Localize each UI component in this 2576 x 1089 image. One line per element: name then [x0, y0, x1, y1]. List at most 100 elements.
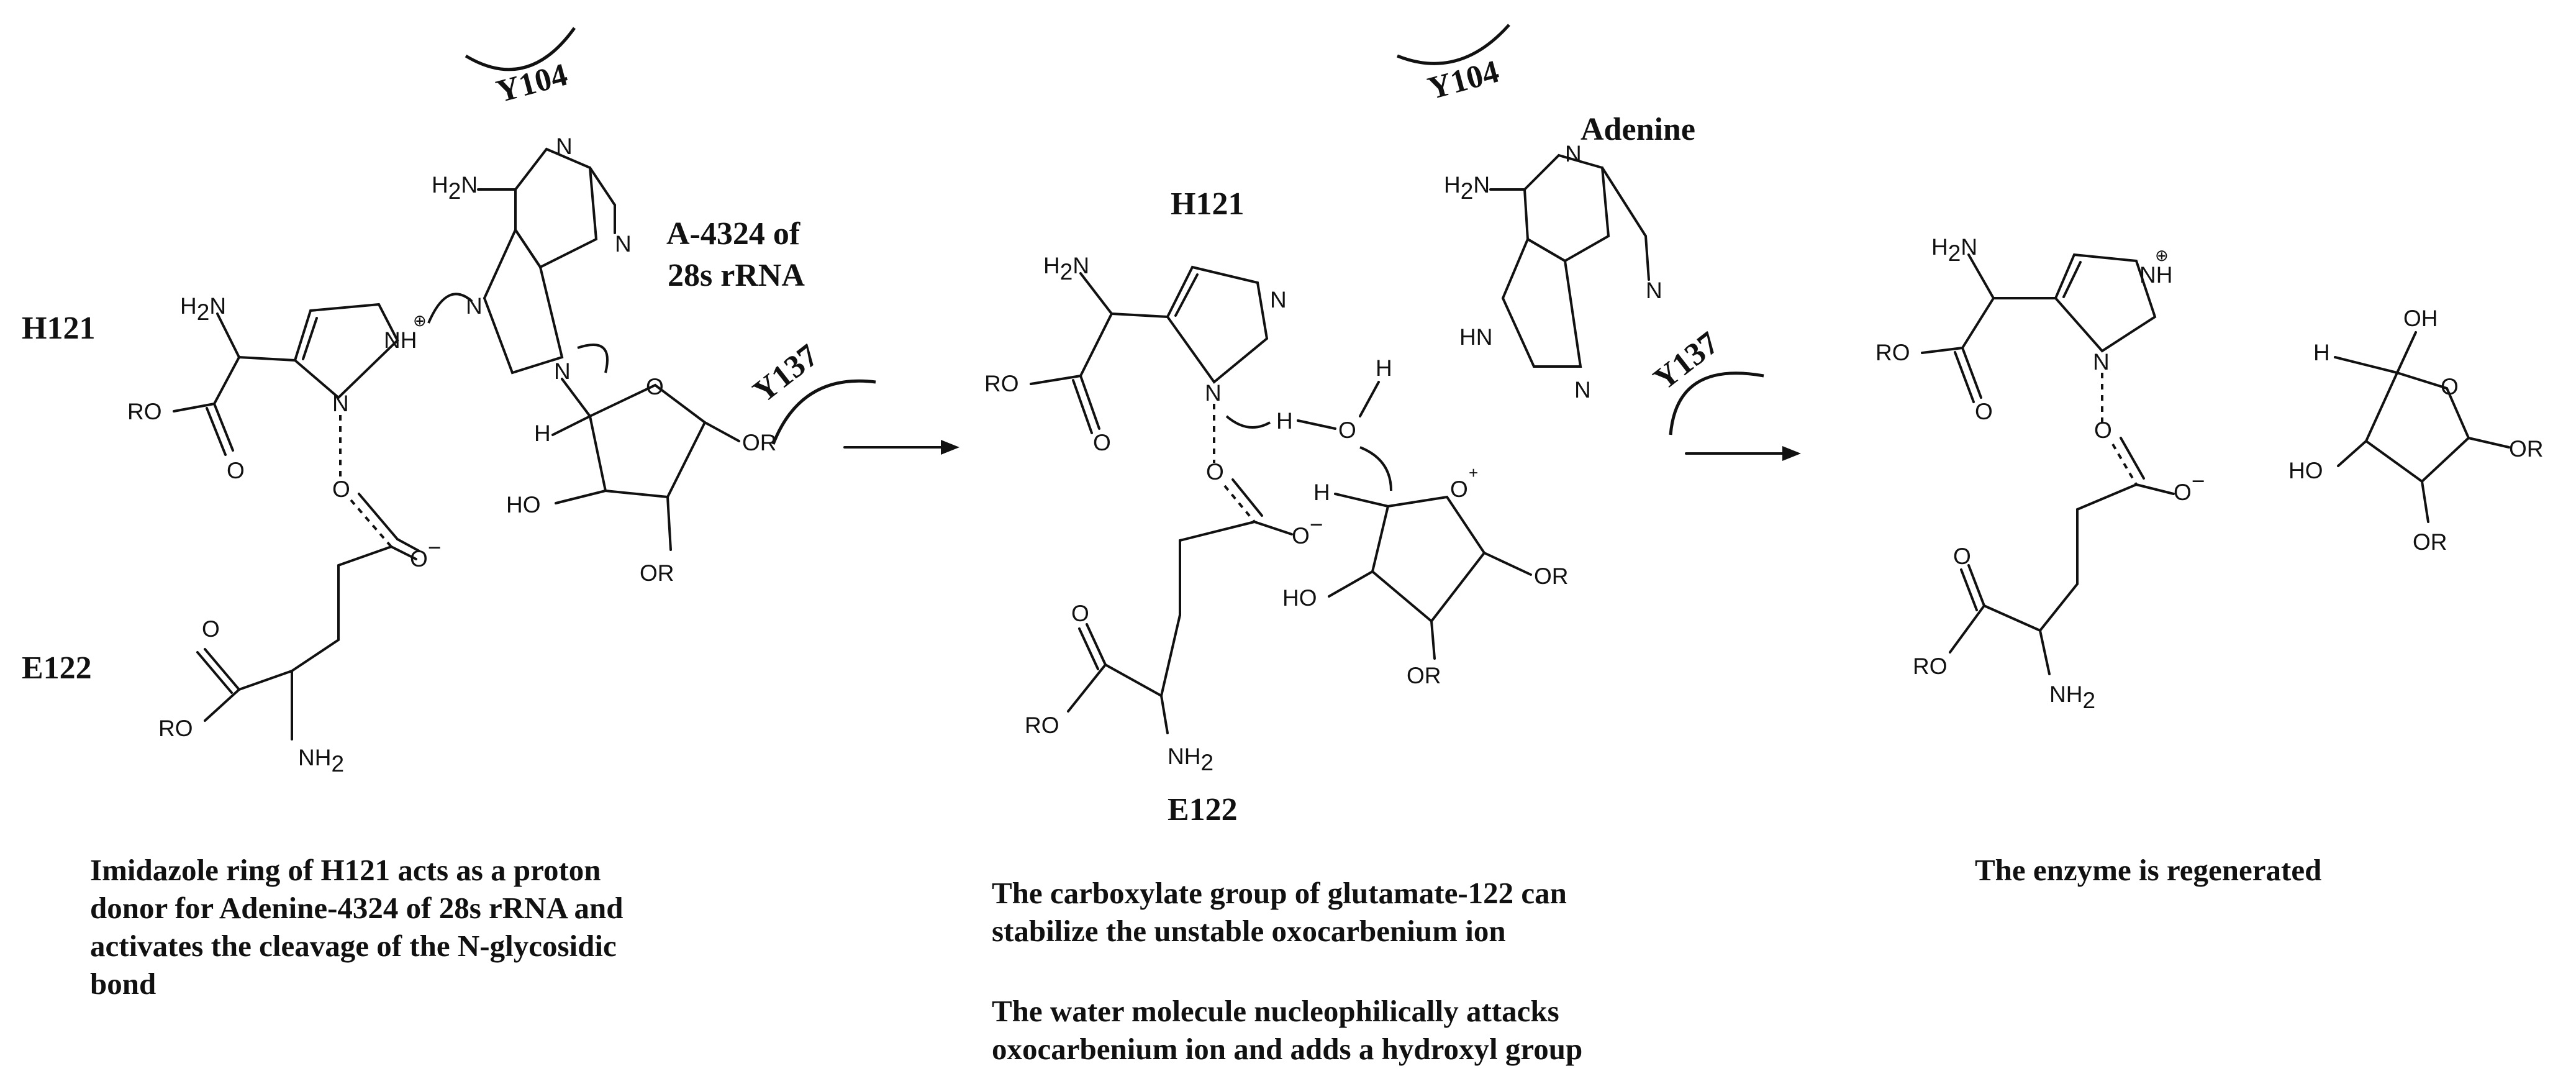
- product-sugar-ring: [2364, 371, 2470, 483]
- water-h-left: H: [1276, 408, 1293, 434]
- h121-ring-nh-3: NH: [2139, 262, 2172, 288]
- bond: [1483, 552, 1532, 576]
- bond: [2135, 483, 2175, 495]
- e122-amine-2: NH2: [1168, 744, 1213, 775]
- bond: [1967, 564, 1985, 607]
- h121-ring-n-lower: N: [332, 391, 349, 416]
- caption-line: The enzyme is regenerated: [1975, 853, 2322, 887]
- e122-amine-3: NH2: [2049, 681, 2095, 713]
- bond: [390, 545, 417, 560]
- bond: [1223, 485, 1256, 523]
- bond: [2076, 483, 2138, 511]
- bond: [238, 670, 293, 691]
- h121-ring-n-lower-2: N: [1205, 380, 1222, 406]
- bond: [1110, 312, 1169, 318]
- adenine-imidazole-ring-2: [1501, 237, 1582, 368]
- bond: [213, 356, 240, 405]
- e122-carbonyl-o-3: O: [1953, 544, 1971, 569]
- y137-label-2: Y137: [1647, 325, 1725, 397]
- h121-amine-2: H2N: [1043, 253, 1089, 285]
- bond: [204, 648, 240, 691]
- substrate-label-line2: 28s rRNA: [668, 258, 805, 293]
- bond: [2396, 331, 2417, 374]
- h121-carbonyl-o-2: O: [1093, 430, 1111, 455]
- caption-line: The carboxylate group of glutamate-122 c…: [992, 876, 1567, 910]
- reaction-arrowhead-2: [1782, 446, 1801, 461]
- ribose-ring-o-1: O: [646, 374, 664, 399]
- h121-label-2: H121: [1171, 186, 1244, 222]
- h121-imidazole-ring-3: [2054, 253, 2157, 353]
- bond: [1079, 375, 1100, 430]
- h121-imidazole-ring: [293, 303, 399, 399]
- ribose-or-lower-1: OR: [640, 560, 674, 586]
- y137-label-1: Y137: [746, 337, 825, 409]
- h121-ring-oplus: ⊕: [413, 311, 427, 330]
- bond: [213, 403, 234, 452]
- bond: [1961, 347, 1982, 399]
- e122-ester-ro-2: RO: [1025, 713, 1059, 738]
- electron-arrow-n9-bond: [577, 344, 609, 373]
- h121-ring-oplus-3: ⊕: [2155, 246, 2169, 265]
- product-oh: OH: [2403, 306, 2438, 331]
- y104-label-2: Y104: [1424, 54, 1502, 107]
- y137-residue-arc-2: [1669, 371, 1764, 435]
- bond: [238, 356, 296, 362]
- bond: [1179, 521, 1256, 542]
- bond: [2467, 437, 2510, 449]
- caption-panel-2a: The carboxylate group of glutamate-122 c…: [992, 874, 1567, 950]
- oxocarbenium-plus: +: [1469, 463, 1478, 482]
- adenine-n1: N: [556, 134, 573, 159]
- reaction-arrowhead-1: [941, 440, 959, 455]
- bond: [1030, 375, 1082, 385]
- bond: [1983, 604, 2041, 632]
- caption-line: Imidazole ring of H121 acts as a proton: [90, 853, 601, 887]
- caption-line: oxocarbenium ion and adds a hydroxyl gro…: [992, 1032, 1583, 1066]
- e122-carboxylate-o-minus-2: O−: [1292, 512, 1323, 549]
- bond: [173, 403, 215, 412]
- h121-carbonyl-o: O: [227, 458, 245, 483]
- bond: [291, 639, 340, 672]
- electron-arrow-water-to-h121: [1225, 415, 1271, 429]
- bond: [216, 312, 240, 358]
- bond: [1921, 347, 1964, 354]
- e122-carbonyl-o-2: O: [1071, 601, 1089, 626]
- ribose-ho-1: HO: [506, 492, 541, 517]
- bond: [561, 378, 591, 417]
- caption-line: donor for Adenine-4324 of 28s rRNA and: [90, 891, 624, 925]
- bond: [2062, 261, 2082, 298]
- bond: [666, 496, 672, 551]
- bond: [206, 407, 227, 456]
- h121-ester-ro-2: RO: [984, 371, 1019, 396]
- bond: [2421, 480, 2429, 523]
- e122-ester-ro-3: RO: [1913, 654, 1948, 679]
- bond: [1086, 623, 1107, 666]
- bond: [196, 651, 233, 694]
- bond: [1359, 381, 1380, 417]
- e122-label-2: E122: [1168, 792, 1238, 827]
- e122-carboxylate-o-top: O: [332, 476, 350, 502]
- adenine-amine-1: H2N: [432, 172, 478, 204]
- bond: [2111, 443, 2138, 486]
- bond: [589, 166, 616, 206]
- bond: [1601, 166, 1647, 237]
- e122-carboxylate-o-top-2: O: [1206, 459, 1224, 485]
- h121-amine-3: H2N: [1931, 234, 1977, 266]
- e122-carboxylate-o-minus: O−: [410, 535, 441, 572]
- e122-carboxylate-o-minus-3: O−: [2174, 468, 2205, 505]
- h121-ester-ro: RO: [127, 399, 162, 424]
- substrate-label-line1: A-4324 of: [666, 216, 800, 252]
- bond: [1160, 614, 1181, 697]
- bond: [204, 688, 240, 722]
- panel-2-oxocarbenium-intermediate: Y104 Adenine H121 H2N RO O N N O O− NH2 …: [984, 24, 1764, 827]
- h121-ring-n-2: N: [1270, 287, 1287, 312]
- e122-carbonyl-o: O: [202, 616, 220, 642]
- bond: [1072, 379, 1093, 434]
- bond: [1961, 297, 1995, 349]
- electron-arrow-h121-to-n7: [427, 293, 473, 324]
- bond: [1253, 521, 1293, 535]
- adenine-n1-2: N: [1565, 141, 1582, 166]
- caption-line: The water molecule nucleophilically atta…: [992, 994, 1559, 1028]
- bond: [396, 538, 420, 552]
- bond: [337, 545, 392, 567]
